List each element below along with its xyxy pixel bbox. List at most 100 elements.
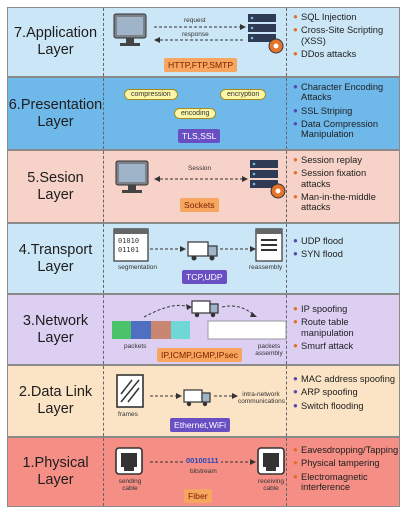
bullet-icon: ●: [293, 48, 298, 58]
request-label: request: [184, 17, 206, 24]
truck-icon: [183, 389, 211, 407]
receiving-cable-label: receiving cable: [257, 478, 284, 492]
threat-text: SQL Injection: [301, 12, 357, 22]
network-illustration-svg: [112, 300, 287, 340]
threat-item: ●ARP spoofing: [293, 387, 396, 397]
server-gear-icon: [250, 160, 286, 199]
threat-item: ●Route table manipulation: [293, 317, 396, 338]
bullet-icon: ●: [293, 249, 298, 259]
data-file-icon: [255, 228, 283, 262]
threat-text: Electromagnetic interference: [301, 471, 368, 492]
binary-text: 01101: [118, 246, 140, 254]
threat-text: SSL Striping: [301, 105, 353, 116]
protocol-badge: IP,ICMP,IGMP,IPsec: [157, 348, 242, 362]
bullet-icon: ●: [293, 340, 298, 350]
layer-session: 5.Sesion Layer: [7, 150, 400, 223]
packets-label: packets: [124, 343, 147, 350]
response-label: response: [182, 31, 209, 38]
layer-name-cell: 6.Presentation Layer: [8, 78, 104, 149]
bitstream-label: bitstream: [190, 468, 217, 475]
layer-illustration: 00100111 bitstream sending cable receivi…: [104, 438, 287, 506]
threat-text: IP spoofing: [301, 304, 348, 314]
threat-text: Cross-Site Scripting (XSS): [301, 25, 384, 46]
threat-text: MAC address spoofing: [301, 374, 396, 384]
threat-item: ●UDP flood: [293, 236, 396, 246]
layer-name-cell: 3.Network Layer: [8, 295, 104, 364]
layer-illustration: Session Sockets: [104, 151, 287, 222]
threat-item: ●Electromagnetic interference: [293, 472, 396, 493]
bullet-icon: ●: [293, 236, 298, 245]
binary-text: 01010: [118, 237, 140, 245]
monitor-icon: [113, 13, 147, 46]
truck-icon: [191, 300, 219, 318]
layer-name: 4.Transport Layer: [18, 241, 93, 275]
protocol-badge: Sockets: [180, 198, 219, 212]
reassembly-label: reassembly: [249, 264, 283, 271]
layer-presentation: 6.Presentation Layer compression encrypt…: [7, 77, 400, 150]
layer-illustration: frames intra-network communications Ethe…: [104, 366, 287, 436]
threat-list: ●Character Encoding Attacks●SSL Striping…: [287, 78, 399, 149]
threat-item: ●Physical tampering: [293, 458, 396, 468]
threat-text: Man-in-the-middle attacks: [301, 191, 376, 213]
threat-item: ●Data Compression Manipulation: [293, 119, 396, 140]
threat-item: ●Smurf attack: [293, 341, 396, 351]
threat-item: ●DDos attacks: [293, 49, 396, 59]
server-gear-icon: [248, 14, 284, 54]
threat-text: ARP spoofing: [301, 387, 358, 398]
threat-text: DDos attacks: [301, 48, 357, 59]
encryption-bubble: encryption: [220, 89, 267, 100]
threat-item: ●Session replay: [293, 155, 396, 165]
threat-text: Data Compression Manipulation: [301, 118, 378, 140]
threat-item: ●MAC address spoofing: [293, 374, 396, 384]
layer-name-cell: 2.Data Link Layer: [8, 366, 104, 436]
ethernet-port-icon: [257, 447, 285, 475]
bullet-icon: ●: [293, 458, 298, 468]
bullet-icon: ●: [293, 105, 298, 115]
threat-text: UDP flood: [301, 236, 344, 246]
layer-illustration: request response HTTP,FTP,SMTP: [104, 8, 287, 76]
threat-text: SYN flood: [301, 249, 343, 260]
layer-illustration: packets packets assembly IP,ICMP,IGMP,IP…: [104, 295, 287, 364]
protocol-badge: Fiber: [184, 489, 212, 503]
threat-text: Smurf attack: [301, 340, 354, 351]
layer-transport: 4.Transport Layer: [7, 223, 400, 294]
layer-datalink: 2.Data Link Layer: [7, 365, 400, 437]
protocol-badge: Ethernet,WiFi: [170, 418, 231, 432]
threat-list: ●UDP flood●SYN flood: [287, 224, 399, 293]
segmentation-label: segmentation: [118, 264, 158, 271]
bullet-icon: ●: [293, 12, 298, 21]
threat-item: ●Eavesdropping/Tapping: [293, 445, 399, 455]
layer-name: 7.Application Layer: [13, 25, 98, 58]
bullet-icon: ●: [293, 374, 298, 383]
bits-value: 00100111: [184, 456, 221, 465]
threat-text: Eavesdropping/Tapping: [301, 445, 399, 455]
layer-name: 3.Network Layer: [22, 312, 89, 346]
threat-item: ●Character Encoding Attacks: [293, 82, 396, 103]
sending-cable-label: sending cable: [118, 478, 142, 492]
layer-name-cell: 1.Physical Layer: [8, 438, 104, 506]
frames-label: frames: [118, 411, 138, 418]
bullet-icon: ●: [293, 445, 298, 454]
threat-text: Character Encoding Attacks: [301, 82, 384, 103]
transport-illustration-svg: [113, 228, 283, 262]
bullet-icon: ●: [293, 191, 298, 201]
threat-text: Switch flooding: [301, 400, 364, 411]
bullet-icon: ●: [293, 82, 298, 91]
layer-name: 2.Data Link Layer: [18, 384, 93, 417]
threat-item: ●Cross-Site Scripting (XSS): [293, 25, 396, 46]
threat-item: ●SQL Injection: [293, 12, 396, 22]
threat-text: Route table manipulation: [301, 317, 354, 338]
packets-assembly-label: packets assembly: [255, 343, 283, 357]
threat-item: ●SSL Striping: [293, 106, 396, 116]
monitor-icon: [115, 160, 149, 193]
bullet-icon: ●: [293, 304, 298, 313]
bullet-icon: ●: [293, 25, 298, 35]
layer-application: 7.Application Layer: [7, 7, 400, 77]
intra-network-label: intra-network communications: [238, 391, 285, 405]
threat-list: ●MAC address spoofing ●ARP spoofing ● Switc…: [287, 366, 399, 436]
bullet-icon: ●: [293, 168, 298, 178]
compression-bubble: compression: [124, 89, 178, 100]
application-illustration-svg: [113, 13, 284, 54]
layer-name-cell: 7.Application Layer: [8, 8, 104, 76]
